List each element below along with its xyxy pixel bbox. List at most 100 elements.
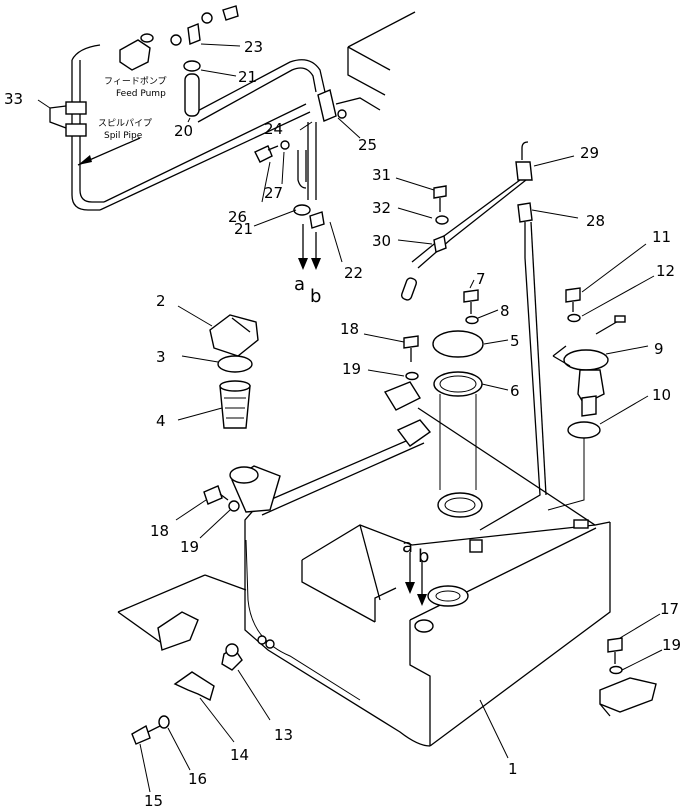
bracket-left [157, 611, 199, 651]
washer-25 [337, 109, 347, 119]
label-part-2: 2 [156, 292, 166, 310]
leader-lines [37, 43, 663, 793]
cover-group [403, 289, 484, 518]
washer-32 [435, 215, 449, 225]
label-part-6: 6 [510, 382, 520, 400]
washer-19-right [609, 665, 623, 675]
label-part-28: 28 [586, 212, 605, 230]
clip-30 [433, 235, 447, 253]
label-part-19: 19 [342, 360, 361, 378]
pump-cap [140, 33, 154, 43]
small-washer [170, 34, 182, 46]
tank-ring [437, 492, 483, 518]
label-part-12: 12 [656, 262, 675, 280]
fuel-cap-2 [209, 314, 259, 357]
washer-12 [567, 313, 581, 323]
clamp-21-top [183, 60, 201, 72]
connector-23 [187, 23, 201, 45]
wire-clip-b [265, 639, 275, 649]
caption-feed-pump-jp: フィードポンプ [104, 76, 167, 87]
fuel-tank-1 [229, 381, 611, 759]
bottom-left-group [117, 485, 247, 745]
caption-feed-pump-en: Feed Pump [116, 89, 166, 99]
label-part-19-left: 19 [180, 538, 199, 556]
cover-5 [432, 330, 484, 358]
label-part-18: 18 [340, 320, 359, 338]
label-part-21-lower: 21 [234, 220, 253, 238]
clip-33-lower [65, 123, 87, 137]
pipe-captions: フィードポンプ Feed Pump スピルパイプ Spil Pipe [98, 76, 167, 141]
washer-19 [405, 371, 419, 381]
tank-tab [573, 519, 589, 529]
sensor-float [581, 395, 597, 417]
bolt-18 [403, 335, 419, 349]
washer-16 [158, 715, 170, 729]
washer-27 [280, 140, 290, 150]
label-part-7: 7 [476, 270, 486, 288]
label-part-25: 25 [358, 136, 377, 154]
fitting-top [222, 5, 239, 21]
connector-29 [515, 161, 533, 181]
level-sensor-group [547, 287, 626, 511]
label-part-18-left: 18 [150, 522, 169, 540]
callout-a-top: a [294, 274, 305, 295]
fuel-piping-group [49, 5, 416, 270]
bracket-right [599, 677, 657, 713]
strainer-rim [219, 380, 251, 392]
label-part-9: 9 [654, 340, 664, 358]
caption-spill-pipe-en: Spil Pipe [104, 131, 143, 141]
clip-33-upper [65, 101, 87, 115]
label-part-4: 4 [156, 412, 166, 430]
label-part-16: 16 [188, 770, 207, 788]
filler-mouth [229, 466, 259, 484]
bolt-11 [565, 287, 581, 303]
fitting-22 [309, 211, 325, 229]
wire-clip-a [257, 635, 267, 645]
part-number-labels: 23 21 20 33 24 25 26 27 21 22 31 32 30 2… [4, 38, 681, 809]
bottom-right-group [599, 637, 657, 717]
pipe-end-30 [400, 277, 418, 301]
bolt-18-left [203, 485, 223, 505]
label-part-32: 32 [372, 199, 391, 217]
connector-25 [317, 89, 337, 122]
label-part-13: 13 [274, 726, 293, 744]
tank-port [427, 585, 469, 607]
label-part-31: 31 [372, 166, 391, 184]
nut-top [201, 12, 213, 24]
bolt-15 [131, 724, 151, 745]
strainer-4 [219, 385, 251, 429]
filler-cap-group [209, 314, 259, 429]
feed-pump-fitting [119, 39, 151, 71]
label-part-15: 15 [144, 792, 163, 809]
sensor-plate-9 [563, 349, 609, 371]
bolt-26 [254, 145, 273, 163]
label-part-27: 27 [264, 184, 283, 202]
label-part-11: 11 [652, 228, 671, 246]
label-part-17: 17 [660, 600, 679, 618]
label-part-1: 1 [508, 760, 518, 778]
label-part-10: 10 [652, 386, 671, 404]
washer-19-left [228, 500, 240, 512]
label-part-29: 29 [580, 144, 599, 162]
label-part-20: 20 [174, 122, 193, 140]
connection-callouts: a b a b [294, 274, 429, 567]
label-part-14: 14 [230, 746, 249, 764]
callout-a-tank: a [402, 536, 413, 557]
label-part-22: 22 [344, 264, 363, 282]
gasket-3 [217, 355, 253, 373]
return-piping-group [400, 141, 547, 553]
sensor-connector [614, 315, 626, 323]
callout-b-top: b [310, 286, 321, 307]
label-part-19-right: 19 [662, 636, 681, 654]
bolt-7 [463, 289, 479, 303]
bracket-14 [173, 671, 215, 702]
label-part-3: 3 [156, 348, 166, 366]
connector-28 [517, 202, 533, 223]
caption-spill-pipe-jp: スピルパイプ [98, 118, 152, 129]
pipe-20 [184, 73, 200, 117]
label-part-5: 5 [510, 332, 520, 350]
label-part-30: 30 [372, 232, 391, 250]
strap-plate [396, 419, 432, 447]
washer-8 [465, 315, 479, 325]
label-part-26: 26 [228, 208, 247, 226]
